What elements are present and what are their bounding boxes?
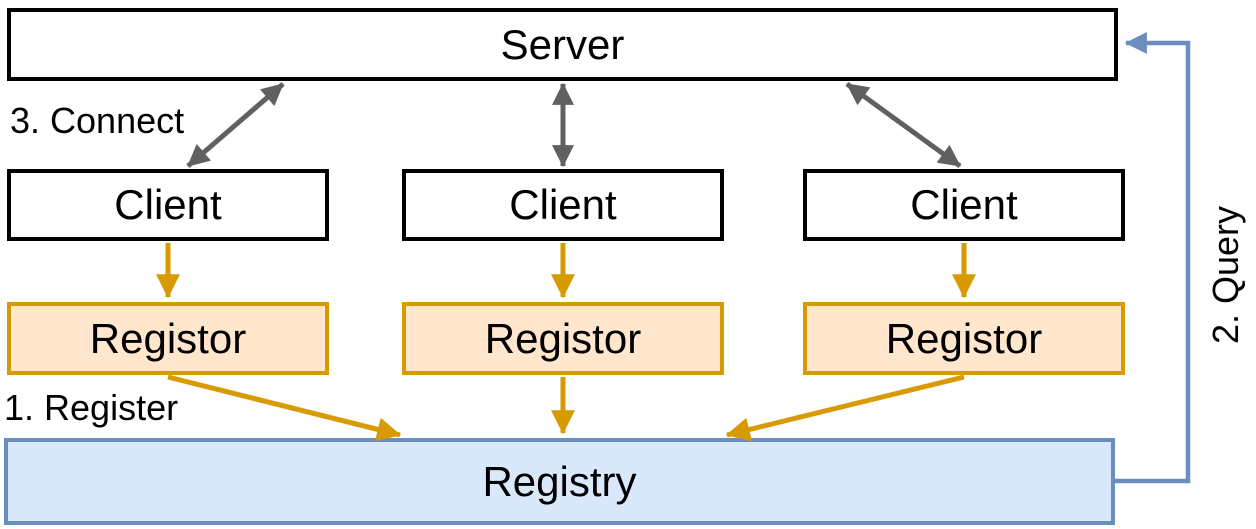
registor-box-1: Registor [7, 302, 329, 375]
registor-label: Registor [484, 314, 642, 362]
step-3-connect-label: 3. Connect [10, 100, 185, 141]
connect-arrow-left [186, 82, 285, 168]
server-label: Server [500, 20, 625, 68]
registor-label: Registor [885, 314, 1043, 362]
client-box-2: Client [402, 169, 724, 241]
client-label: Client [910, 181, 1018, 228]
register-arrow-1 [167, 374, 402, 442]
client-box-3: Client [803, 169, 1125, 241]
query-arrow [1115, 32, 1191, 484]
server-box: Server [7, 8, 1118, 81]
registor-box-2: Registor [402, 302, 724, 375]
register-arrow-3 [725, 374, 965, 442]
client-label: Client [114, 181, 222, 228]
registor-label: Registor [89, 314, 247, 362]
step-1-register-label: 1. Register [4, 387, 179, 428]
step-2-query-label: 2. Query [1205, 205, 1247, 345]
connect-arrow-right [845, 81, 962, 169]
registry-box: Registry [4, 438, 1115, 525]
client-box-1: Client [7, 169, 329, 241]
registor-box-3: Registor [803, 302, 1125, 375]
registry-label: Registry [482, 457, 637, 505]
client-label: Client [509, 181, 617, 228]
